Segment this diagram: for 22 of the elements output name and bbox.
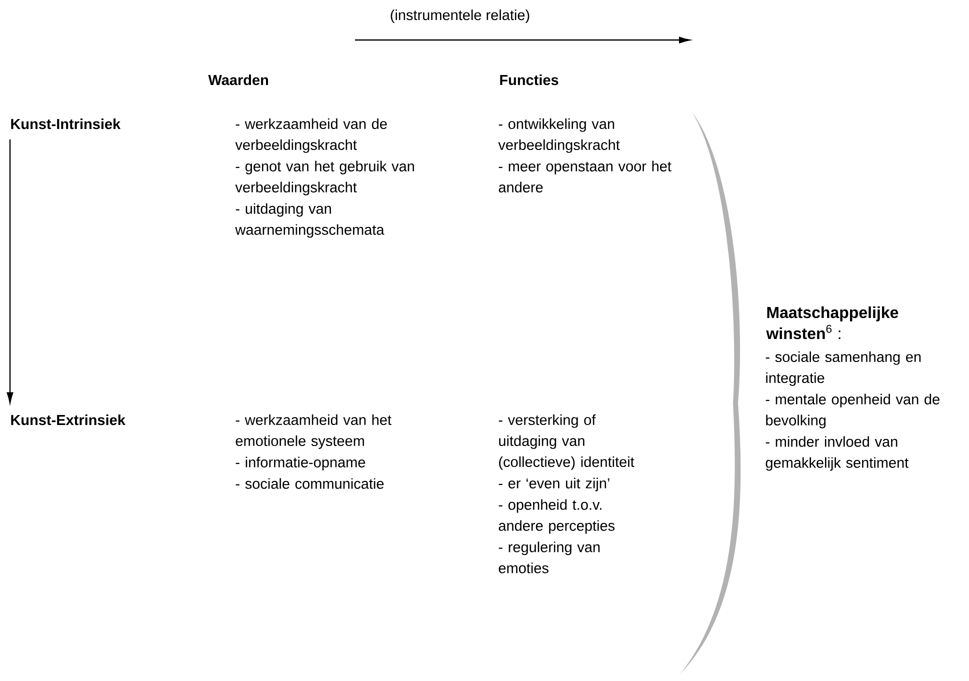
list-item: - ontwikkeling van verbeeldingskracht	[498, 118, 620, 153]
list-item: - er ‘even uit zijn’	[498, 478, 610, 492]
list-item: - werkzaamheid van de verbeeldingskracht	[235, 118, 387, 153]
list-item: - uitdaging van waarnemingsschemata	[235, 203, 384, 238]
arrow	[6, 392, 14, 404]
list-item: - versterking of uitdaging van (collectieve) identiteit	[498, 414, 634, 470]
list-item: - sociale samenhang en integratie	[766, 351, 921, 386]
list-item: - informatie-opname	[236, 456, 366, 470]
list-item: - mentale openheid van de bevolking	[766, 394, 940, 428]
list-item: - meer openstaan voor het andere	[498, 160, 672, 192]
list-item: - minder invloed van gemakkelijk sentiment	[766, 436, 909, 471]
list-item: - werkzaamheid van het emotionele systeem	[236, 414, 392, 449]
row-heading: Kunst-Intrinsiek	[11, 118, 121, 130]
column-heading: Waarden	[208, 74, 268, 86]
list-item: - genot van het gebruik van verbeeldingskracht	[235, 160, 414, 196]
row-heading: Kunst-Extrinsiek	[11, 414, 126, 426]
heading: Maatschappelijke winsten$^{6}$ :	[766, 306, 898, 340]
column-heading: Functies	[500, 74, 558, 86]
list-item: - openheid t.o.v. andere percepties	[498, 499, 615, 534]
arrow-label: (instrumentele relatie)	[390, 10, 530, 24]
list-item: - sociale communicatie	[236, 478, 384, 489]
list-item: - regulering van emoties	[498, 542, 600, 574]
